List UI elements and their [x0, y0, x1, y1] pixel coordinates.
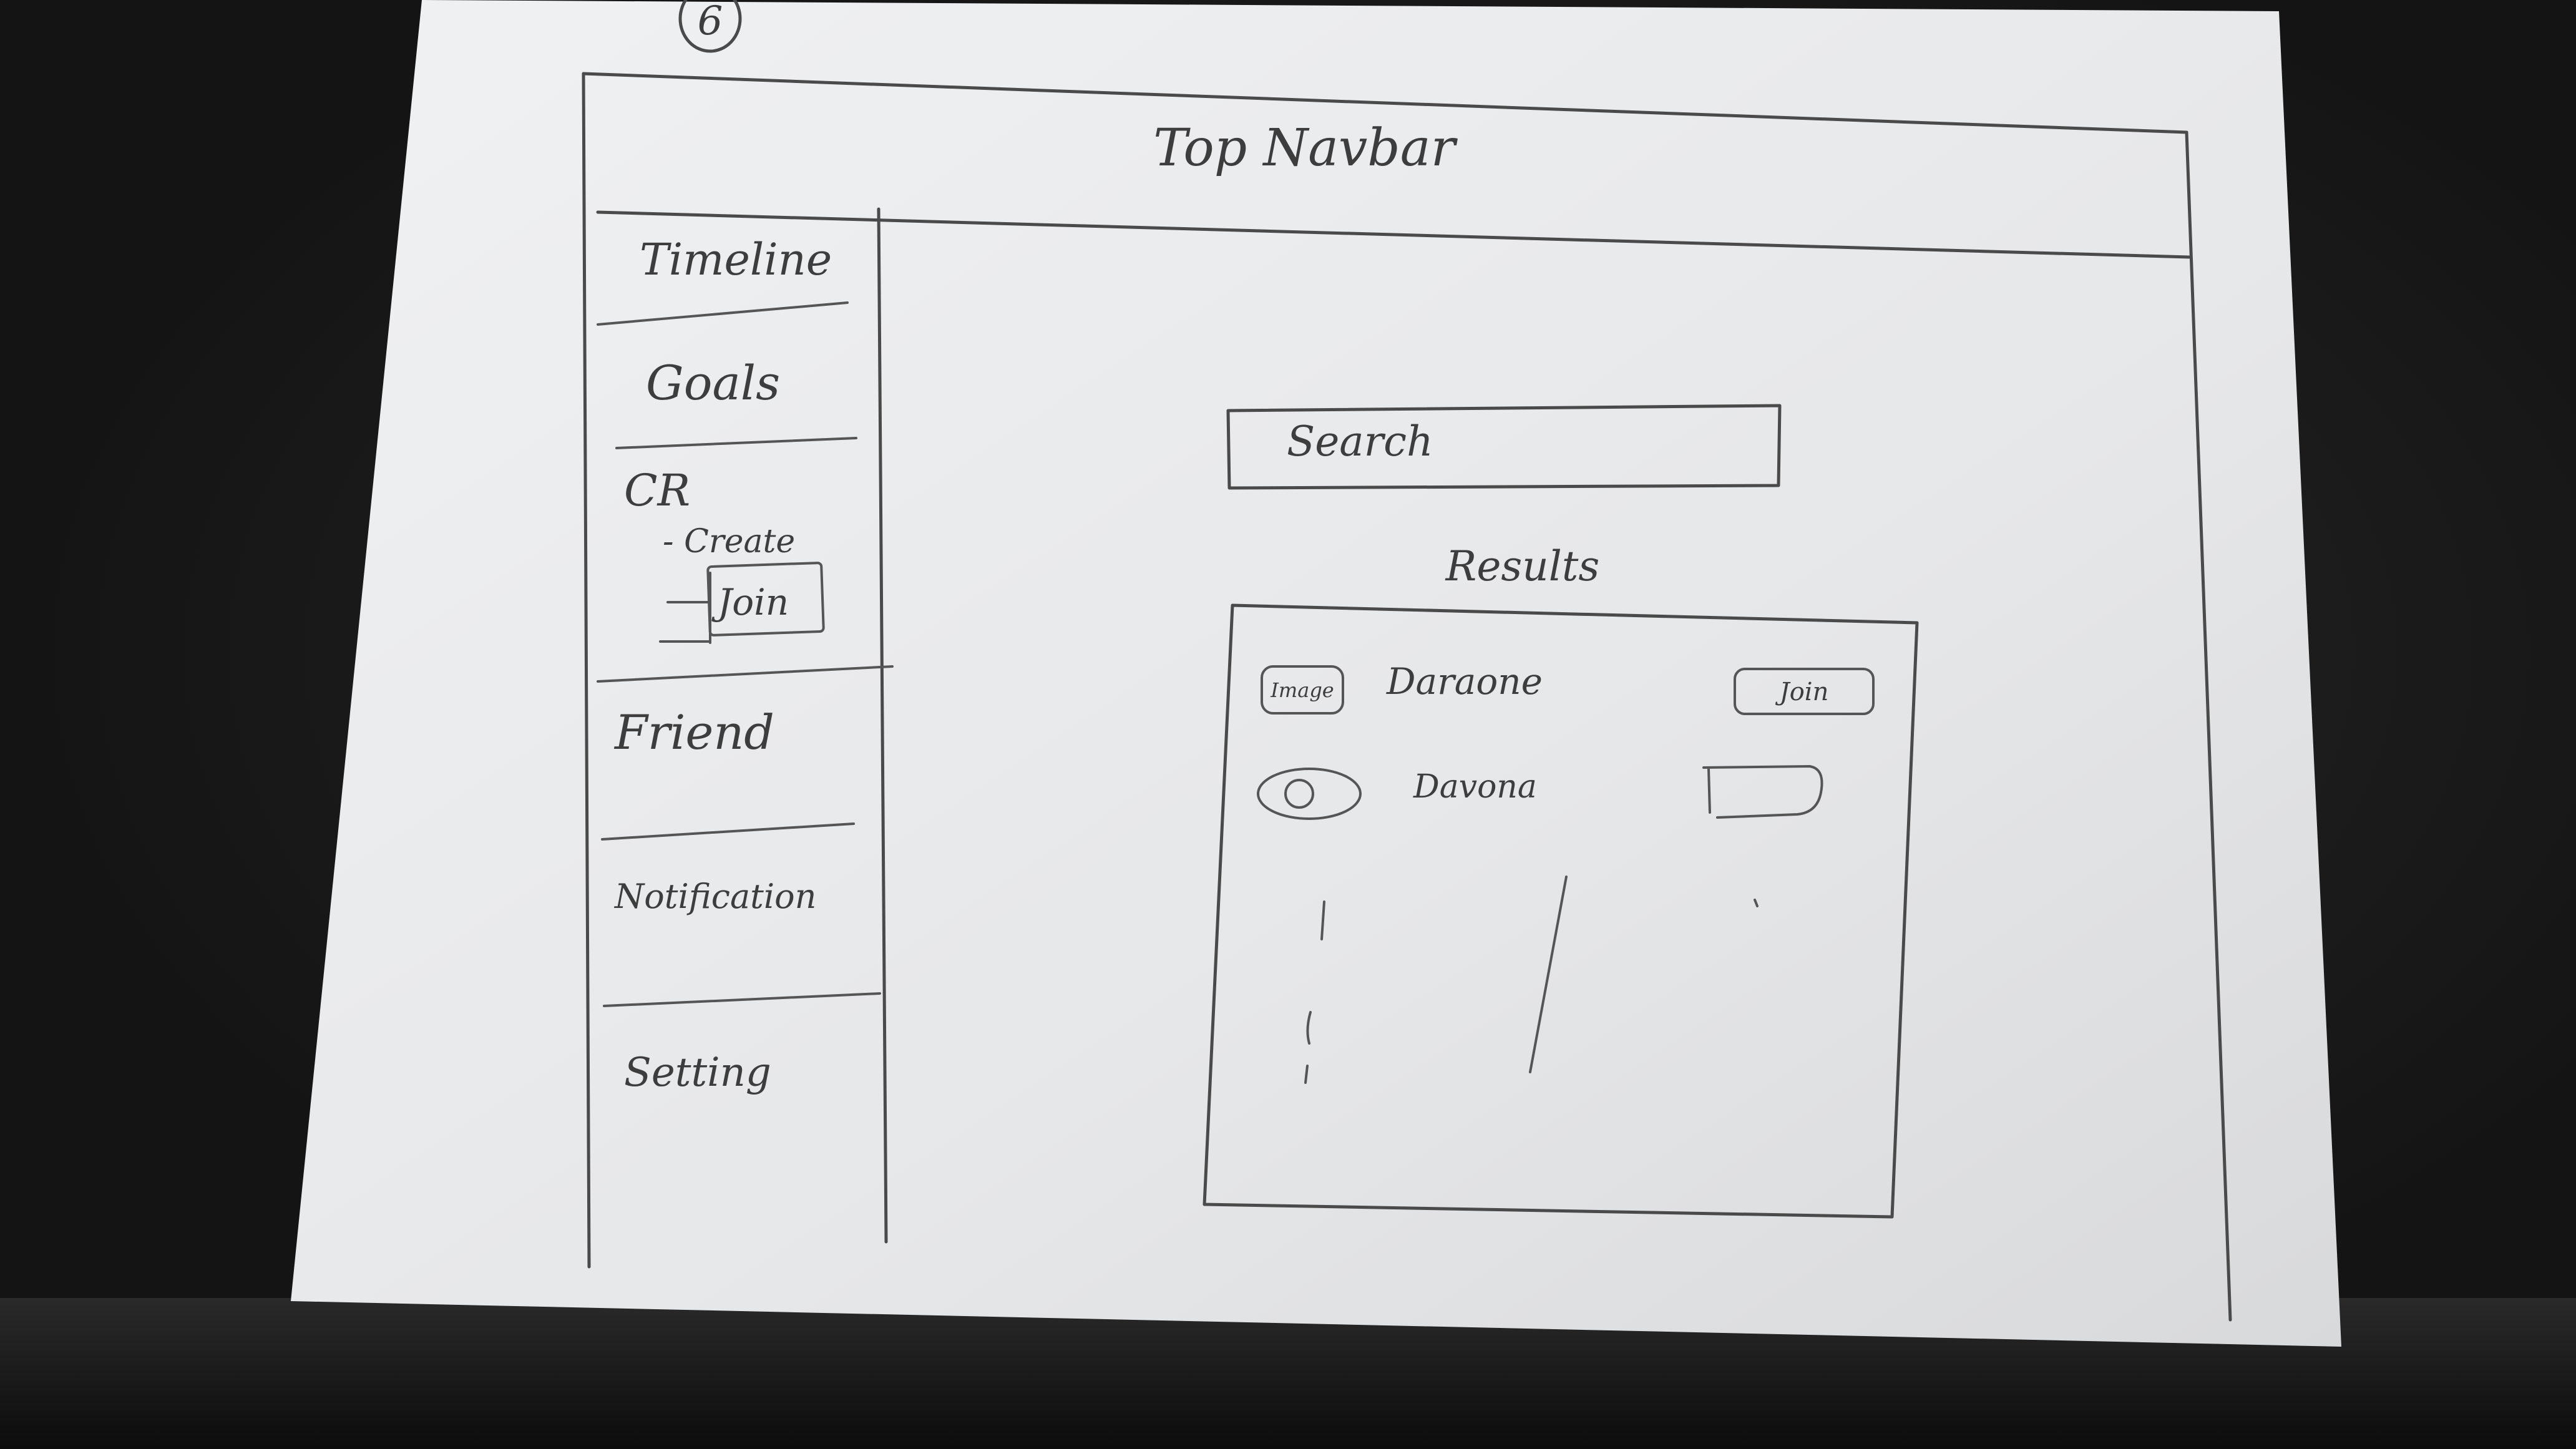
svg-text:Join: Join [1775, 678, 1829, 706]
result-join-button[interactable] [1702, 764, 1823, 819]
sidebar-item-timeline[interactable]: Timeline [597, 234, 849, 326]
svg-text:Notification: Notification [613, 877, 816, 916]
svg-text:Timeline: Timeline [640, 234, 832, 285]
page-number: 6 [678, 0, 742, 53]
sidebar-item-cr[interactable]: CR - Create Join [597, 465, 894, 683]
svg-text:Search: Search [1287, 417, 1433, 466]
results-heading: Results [1445, 542, 1600, 590]
svg-text:Image: Image [1270, 678, 1334, 702]
result-avatar-image: Image [1261, 665, 1344, 715]
top-navbar-label: Top Navbar [1153, 119, 1458, 178]
search-input[interactable]: Search [1226, 404, 1782, 490]
result-avatar-image [1257, 768, 1362, 820]
cr-create-link[interactable]: - Create [663, 523, 795, 560]
sidebar-item-notification[interactable]: Notification [603, 877, 881, 1007]
svg-text:Friend: Friend [613, 705, 774, 760]
result-row[interactable]: Davona [1257, 764, 1823, 820]
cr-join-button[interactable]: Join [659, 562, 825, 644]
paper-sheet [291, 0, 2341, 1347]
app-frame [582, 72, 2232, 1322]
svg-text:CR: CR [624, 465, 690, 516]
svg-text:Setting: Setting [624, 1050, 771, 1096]
result-row[interactable]: Image Daraone Join [1261, 660, 1875, 715]
sidebar: Timeline Goals CR - Create Join Friend N… [597, 207, 894, 1244]
result-join-button[interactable]: Join [1734, 668, 1875, 715]
svg-text:6: 6 [698, 0, 723, 44]
result-name: Davona [1413, 768, 1537, 806]
top-navbar[interactable]: Top Navbar [596, 119, 2191, 259]
list-continuation-marks [1304, 876, 1759, 1084]
sidebar-item-goals[interactable]: Goals [615, 355, 857, 449]
svg-text:Join: Join [711, 581, 789, 623]
results-panel: Image Daraone Join Davona [1203, 603, 1919, 1219]
svg-text:Goals: Goals [646, 355, 780, 411]
result-name: Daraone [1386, 660, 1543, 703]
sidebar-item-friend[interactable]: Friend [601, 705, 855, 841]
sidebar-item-setting[interactable]: Setting [624, 1050, 771, 1096]
